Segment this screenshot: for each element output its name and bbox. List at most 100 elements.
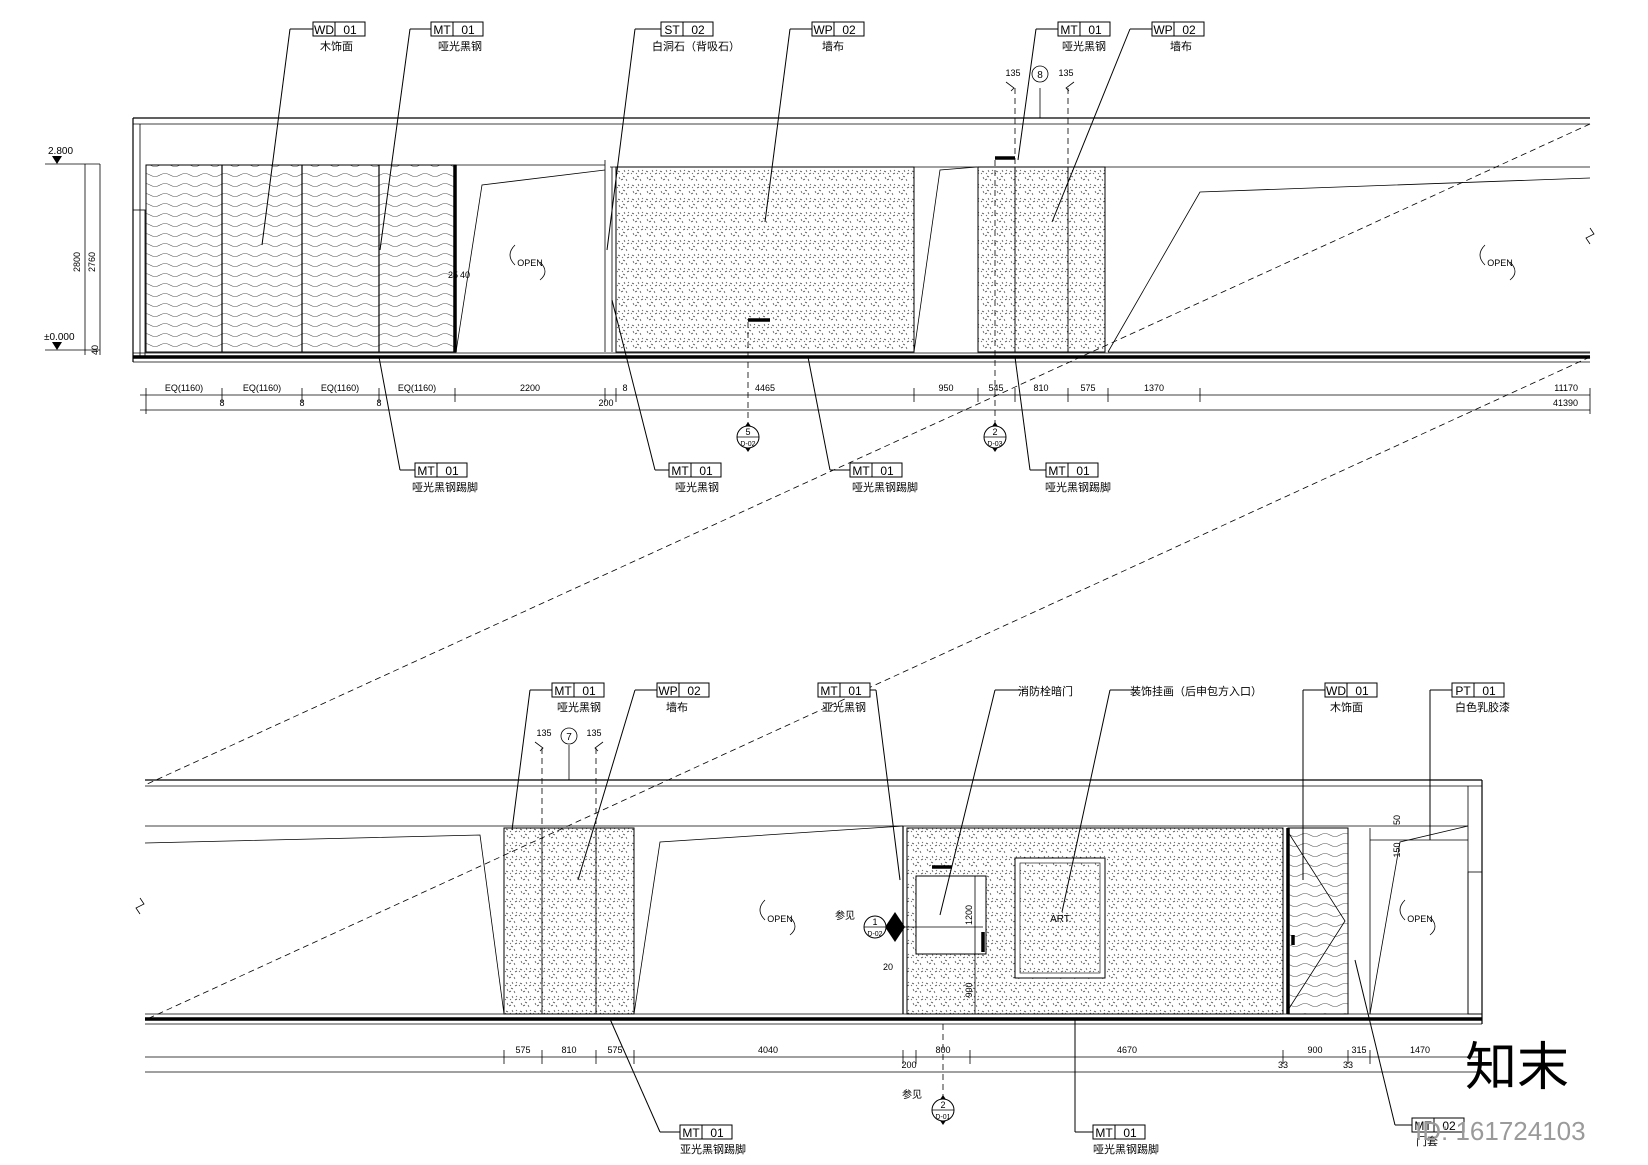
- callout-tag: MT 01 亚光黑钢: [817, 682, 901, 881]
- svg-text:01: 01: [1482, 684, 1496, 698]
- dim: 900: [1307, 1045, 1322, 1055]
- dim-small: 25: [448, 270, 458, 280]
- dim-small: 8: [376, 398, 381, 408]
- art-label: ART: [1050, 914, 1070, 925]
- light-mark-label: 8: [1037, 70, 1043, 81]
- svg-text:02: 02: [1442, 1119, 1456, 1133]
- watermark: 知末 ID: 161724103: [1415, 1039, 1586, 1146]
- callout-tag: MT 01 哑光黑钢: [379, 21, 484, 251]
- dim: 315: [1351, 1045, 1366, 1055]
- light-angle-left: 135: [1005, 68, 1020, 78]
- svg-text:MT: MT: [682, 1126, 700, 1140]
- svg-text:01: 01: [710, 1126, 724, 1140]
- dim: EQ(1160): [321, 383, 359, 393]
- callout-tag: MT 01 哑光黑钢: [611, 299, 722, 494]
- dim-small: 150: [1392, 842, 1402, 857]
- svg-text:01: 01: [445, 464, 459, 478]
- svg-text:MT: MT: [1060, 23, 1078, 37]
- svg-text:墙布: 墙布: [822, 39, 844, 53]
- svg-text:MT: MT: [1095, 1126, 1113, 1140]
- height-inner: 2760: [87, 252, 97, 272]
- svg-text:01: 01: [461, 23, 475, 37]
- dim-small: 8: [219, 398, 224, 408]
- height-small: 40: [90, 345, 100, 355]
- section-mark[interactable]: 2 D-01 参见: [902, 1024, 955, 1125]
- level-bottom: ±0.000: [44, 332, 75, 343]
- callout-tag: WP 02 墙布: [1051, 21, 1205, 223]
- callout-tag: MT 02 门套: [1354, 959, 1465, 1148]
- dim: 810: [1033, 383, 1048, 393]
- svg-text:墙布: 墙布: [666, 700, 688, 714]
- svg-text:木饰面: 木饰面: [1330, 700, 1363, 714]
- svg-text:01: 01: [582, 684, 596, 698]
- callout-tag: WP 02 墙布: [764, 21, 865, 223]
- dim: EQ(1160): [243, 383, 281, 393]
- dim-small: 8: [299, 398, 304, 408]
- callout-tag: MT 01 亚光黑钢踢脚: [609, 1018, 746, 1156]
- section-mark[interactable]: 5 D-02: [736, 322, 760, 452]
- svg-text:哑光黑钢踢脚: 哑光黑钢踢脚: [412, 480, 478, 494]
- callout-tag: WD 01 木饰面: [1302, 682, 1378, 880]
- svg-text:ST: ST: [664, 23, 680, 37]
- svg-text:5: 5: [745, 427, 750, 437]
- svg-text:D-02: D-02: [867, 931, 882, 938]
- bottom-elevation: 7 135 135 ART OPEN OPEN 1200: [135, 682, 1510, 1156]
- light-angle-left: 135: [536, 728, 551, 738]
- svg-text:WP: WP: [813, 23, 832, 37]
- dim: 4465: [755, 383, 775, 393]
- svg-text:WD: WD: [1326, 684, 1346, 698]
- svg-text:墙布: 墙布: [1170, 39, 1192, 53]
- callout-tag: MT 01 哑光黑钢踢脚: [1014, 356, 1111, 494]
- dim: 575: [607, 1045, 622, 1055]
- svg-text:MT: MT: [433, 23, 451, 37]
- callout-tag: WD 01 木饰面: [261, 21, 366, 246]
- light-angle-right: 135: [586, 728, 601, 738]
- svg-text:亚光黑钢踢脚: 亚光黑钢踢脚: [680, 1142, 746, 1156]
- callout-tag: 装饰挂画（后申包方入口）: [1061, 684, 1262, 913]
- svg-text:MT: MT: [554, 684, 572, 698]
- svg-text:WP: WP: [1153, 23, 1172, 37]
- svg-text:MT: MT: [820, 684, 838, 698]
- callout-tag: MT 01 哑光黑钢踢脚: [378, 356, 478, 494]
- dim-small: 8: [622, 383, 627, 393]
- svg-text:消防栓暗门: 消防栓暗门: [1018, 684, 1073, 698]
- dim: 1470: [1410, 1045, 1430, 1055]
- dim: 575: [515, 1045, 530, 1055]
- callout-tag: MT 01 哑光黑钢踢脚: [1074, 1019, 1159, 1156]
- dim: EQ(1160): [398, 383, 436, 393]
- svg-text:1: 1: [872, 917, 877, 927]
- svg-text:哑光黑钢踢脚: 哑光黑钢踢脚: [1093, 1142, 1159, 1156]
- svg-text:参见: 参见: [835, 909, 855, 922]
- svg-text:02: 02: [1182, 23, 1196, 37]
- svg-text:2: 2: [940, 1100, 945, 1110]
- dim-small: 40: [460, 270, 470, 280]
- svg-text:装饰挂画（后申包方入口）: 装饰挂画（后申包方入口）: [1130, 684, 1262, 698]
- svg-text:01: 01: [699, 464, 713, 478]
- section-mark[interactable]: 2 D-03: [983, 160, 1007, 452]
- open-label: OPEN: [767, 914, 793, 924]
- watermark-id: ID: 161724103: [1415, 1116, 1586, 1146]
- watermark-brand: 知末: [1465, 1039, 1569, 1097]
- dim: 4670: [1117, 1045, 1137, 1055]
- svg-text:MT: MT: [417, 464, 435, 478]
- light-mark-label: 7: [566, 732, 572, 743]
- dim: 545: [988, 383, 1003, 393]
- svg-text:MT: MT: [1048, 464, 1066, 478]
- svg-text:D-03: D-03: [987, 441, 1002, 448]
- svg-text:01: 01: [848, 684, 862, 698]
- svg-text:白洞石（背吸石）: 白洞石（背吸石）: [652, 39, 740, 53]
- svg-text:哑光黑钢踢脚: 哑光黑钢踢脚: [852, 480, 918, 494]
- dim: 2200: [520, 383, 540, 393]
- section-mark[interactable]: 1 D-02 参见: [835, 909, 983, 942]
- svg-text:01: 01: [1076, 464, 1090, 478]
- svg-text:02: 02: [842, 23, 856, 37]
- svg-text:01: 01: [1088, 23, 1102, 37]
- height-outer: 2800: [72, 252, 82, 272]
- callout-tag: WP 02 墙布: [577, 682, 710, 881]
- dim: 950: [938, 383, 953, 393]
- callout-tag: MT 01 哑光黑钢: [1017, 21, 1111, 161]
- svg-text:02: 02: [691, 23, 705, 37]
- svg-text:MT: MT: [671, 464, 689, 478]
- svg-text:01: 01: [1355, 684, 1369, 698]
